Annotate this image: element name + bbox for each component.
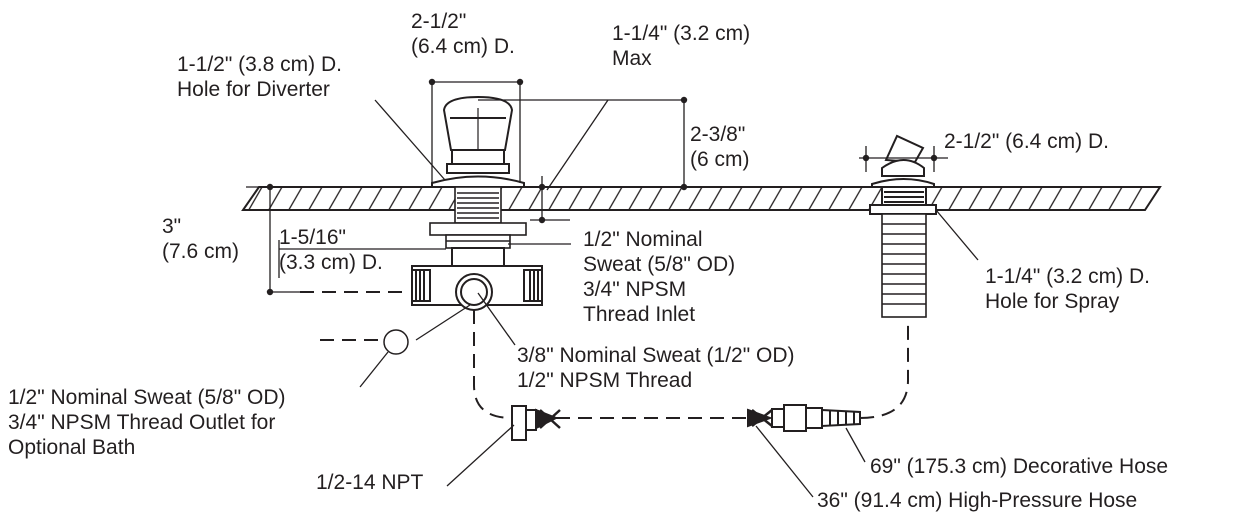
diverter-width-label: 2-1/2"(6.4 cm) D. — [411, 10, 515, 58]
npt-fitting — [511, 405, 561, 441]
valve-body — [411, 247, 543, 311]
center-outlet-label: 3/8" Nominal Sweat (1/2" OD)1/2" NPSM Th… — [517, 344, 795, 392]
spray-width-label: 2-1/2" (6.4 cm) D. — [944, 130, 1109, 153]
countertop-deck — [241, 186, 1162, 211]
diverter-handle — [431, 95, 525, 188]
dimension-dots — [266, 78, 938, 296]
spray-head — [869, 134, 937, 215]
diverter-hole-label: 1-1/2" (3.8 cm) D.Hole for Diverter — [177, 53, 342, 101]
deck-max-label: 1-1/4" (3.2 cm)Max — [612, 22, 751, 70]
spray-shank — [881, 213, 927, 318]
hose-coupling — [747, 404, 861, 432]
dimension-lines — [246, 81, 979, 498]
bath-outlet-marker — [383, 329, 409, 355]
decorative-hose-label: 69" (175.3 cm) Decorative Hose — [870, 455, 1169, 478]
npt-label: 1/2-14 NPT — [316, 471, 424, 494]
high-pressure-hose-label: 36" (91.4 cm) High-Pressure Hose — [817, 489, 1138, 512]
hose-route — [300, 291, 909, 419]
spray-hole-label: 1-1/4" (3.2 cm) D.Hole for Spray — [985, 265, 1150, 313]
handle-height-label: 2-3/8"(6 cm) — [690, 123, 750, 171]
diverter-shank — [429, 186, 527, 249]
bath-outlet-label: 1/2" Nominal Sweat (5/8" OD)3/4" NPSM Th… — [8, 386, 286, 459]
valve-depth-label: 3"(7.6 cm) — [162, 215, 240, 263]
valve-offset-label: 1-5/16"(3.3 cm) D. — [279, 226, 383, 274]
